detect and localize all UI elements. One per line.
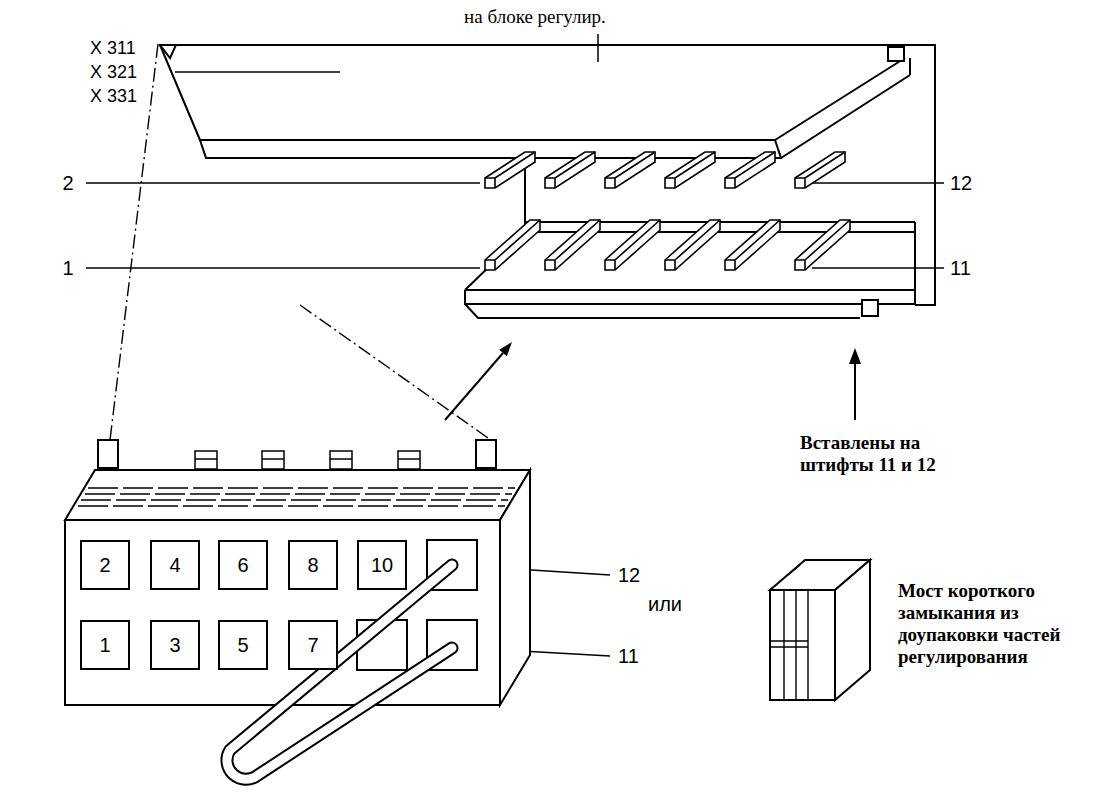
alignment-lines [110, 44, 488, 440]
leader-line [86, 182, 480, 184]
wire-core [227, 565, 452, 779]
pin [485, 152, 535, 188]
leader-line [86, 267, 480, 269]
pin-cell: 5 [218, 620, 268, 670]
leader-line [175, 71, 340, 73]
header-pins [485, 152, 850, 270]
leader-line [812, 267, 944, 269]
hatch-line [78, 505, 505, 506]
pin [605, 152, 655, 188]
latch-line [195, 458, 420, 460]
alignment-line [300, 305, 488, 438]
header-key [888, 47, 904, 61]
pin-cell: 10 [357, 540, 407, 590]
hatch-line [88, 487, 515, 488]
latch [398, 451, 420, 469]
pin [605, 220, 660, 270]
plug-front [65, 520, 500, 705]
arrowhead [849, 348, 861, 364]
pin-number: 6 [237, 554, 248, 576]
pin-cell: 4 [150, 540, 200, 590]
pin-cell: 3 [150, 620, 200, 670]
pin-cell: 2 [80, 540, 130, 590]
pin-number: 1 [99, 634, 110, 656]
callout-label: 11 [618, 645, 639, 668]
pin-cell: 7 [288, 620, 338, 670]
arrowhead [499, 342, 512, 356]
leader-line [597, 34, 599, 62]
pin-number: 3 [169, 634, 180, 656]
insert-arrows [445, 342, 861, 420]
plug-key [98, 440, 118, 468]
hatch-line [85, 493, 512, 494]
pin [485, 220, 540, 270]
pin [795, 220, 850, 270]
pin-header [160, 45, 935, 318]
plug-latches [195, 451, 420, 469]
note-text: Мост короткого замыкания из доупаковки ч… [898, 580, 1083, 667]
pin-number: 4 [169, 554, 180, 576]
pin-cell: 6 [218, 540, 268, 590]
pin [725, 152, 775, 188]
bridge-front [770, 590, 835, 700]
pin-number: 2 [99, 554, 110, 576]
callout-label: на блоке регулир. [464, 6, 606, 28]
header-key [862, 300, 878, 316]
wire-outline [227, 565, 452, 779]
insert-arrow [854, 362, 856, 420]
pin [545, 220, 600, 270]
pin [545, 152, 595, 188]
callout-label: X 311 [90, 38, 136, 59]
header-plate [160, 45, 910, 158]
bridge-block [770, 560, 870, 700]
bridge-side [835, 560, 870, 700]
pin-number: 10 [371, 554, 393, 576]
pin-number: 5 [237, 634, 248, 656]
pin-cell: 8 [288, 540, 338, 590]
bridge-tab [788, 565, 800, 575]
plug-top [65, 470, 530, 520]
latch [330, 451, 352, 469]
wire-bridge [227, 565, 452, 779]
header-body [160, 45, 935, 305]
bridge-stripes [770, 590, 808, 700]
pin-number: 8 [307, 554, 318, 576]
latch [195, 451, 217, 469]
leader-line [812, 182, 944, 184]
callout-label: 12 [950, 172, 972, 195]
header-key [160, 45, 176, 58]
callout-label: X 331 [90, 86, 137, 107]
pin-number: 7 [307, 634, 318, 656]
pin [665, 152, 715, 188]
latch [262, 451, 284, 469]
callout-label: 2 [62, 172, 73, 195]
hatch-line [81, 499, 508, 500]
callout-label: 12 [618, 564, 640, 587]
plug-key [476, 440, 496, 468]
plug-hatching [78, 488, 515, 506]
insert-arrow [445, 353, 503, 420]
pin-cell: 1 [80, 620, 130, 670]
pin [725, 220, 780, 270]
callout-label: 11 [950, 257, 971, 280]
plug [65, 440, 530, 705]
callout-label: X 321 [90, 62, 137, 83]
plug-side [500, 470, 530, 705]
note-text: или [648, 593, 682, 616]
callout-label: 1 [62, 257, 73, 280]
header-plate-edge [200, 140, 781, 158]
header-wall [525, 158, 915, 305]
note-text: Вставлены на штифты 11 и 12 [800, 432, 955, 476]
pin [665, 220, 720, 270]
